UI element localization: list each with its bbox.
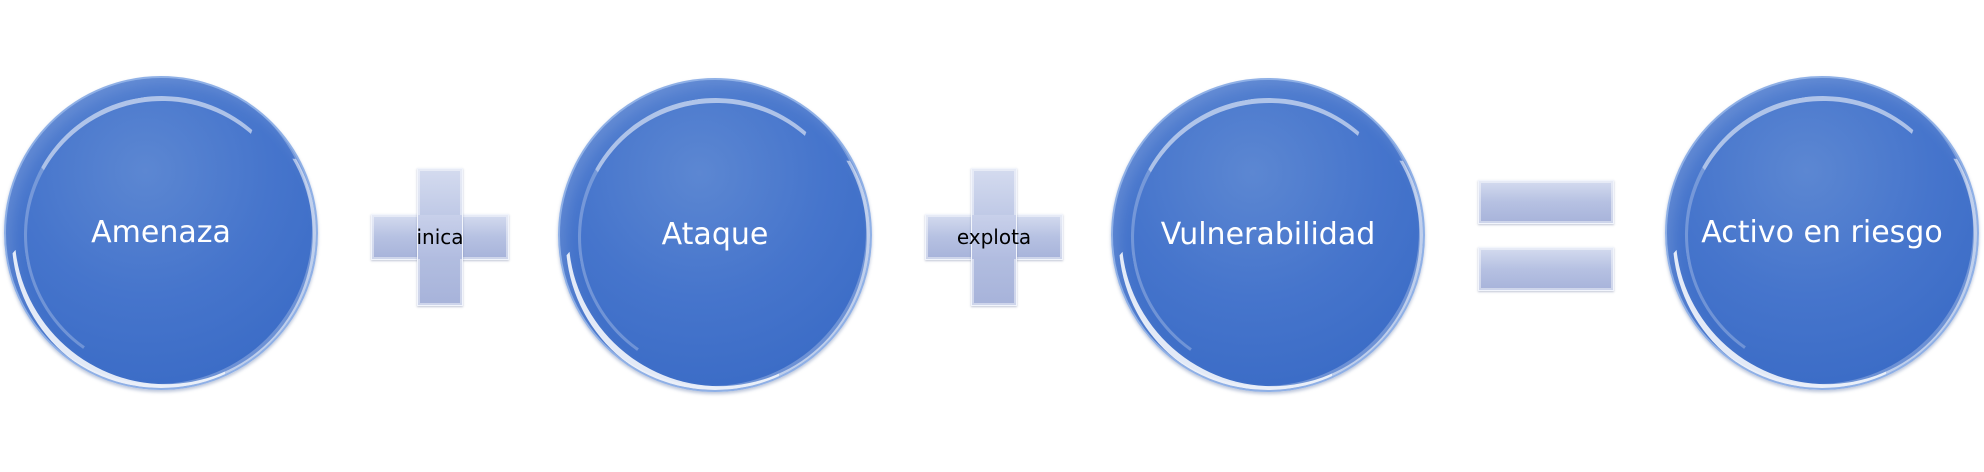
equals-bottom-bar — [1478, 247, 1614, 291]
equals-top-bar — [1478, 180, 1614, 224]
plus-label: explota — [956, 225, 1032, 249]
plus-center — [418, 215, 462, 259]
plus-label: inica — [416, 225, 464, 249]
circle-label: Vulnerabilidad — [1160, 217, 1376, 252]
circle-vulnerabilidad: Vulnerabilidad — [1111, 78, 1425, 392]
circle-label: Amenaza — [91, 215, 231, 250]
circle-amenaza: Amenaza — [4, 76, 318, 390]
circle-ataque: Ataque — [558, 78, 872, 392]
circle-label: Ataque — [661, 217, 769, 252]
plus-center — [972, 215, 1016, 259]
plus-operator-inica: inica — [371, 168, 509, 306]
circle-label: Activo en riesgo — [1701, 215, 1943, 250]
plus-operator-explota: explota — [925, 168, 1063, 306]
circle-activo-en-riesgo: Activo en riesgo — [1665, 76, 1979, 390]
